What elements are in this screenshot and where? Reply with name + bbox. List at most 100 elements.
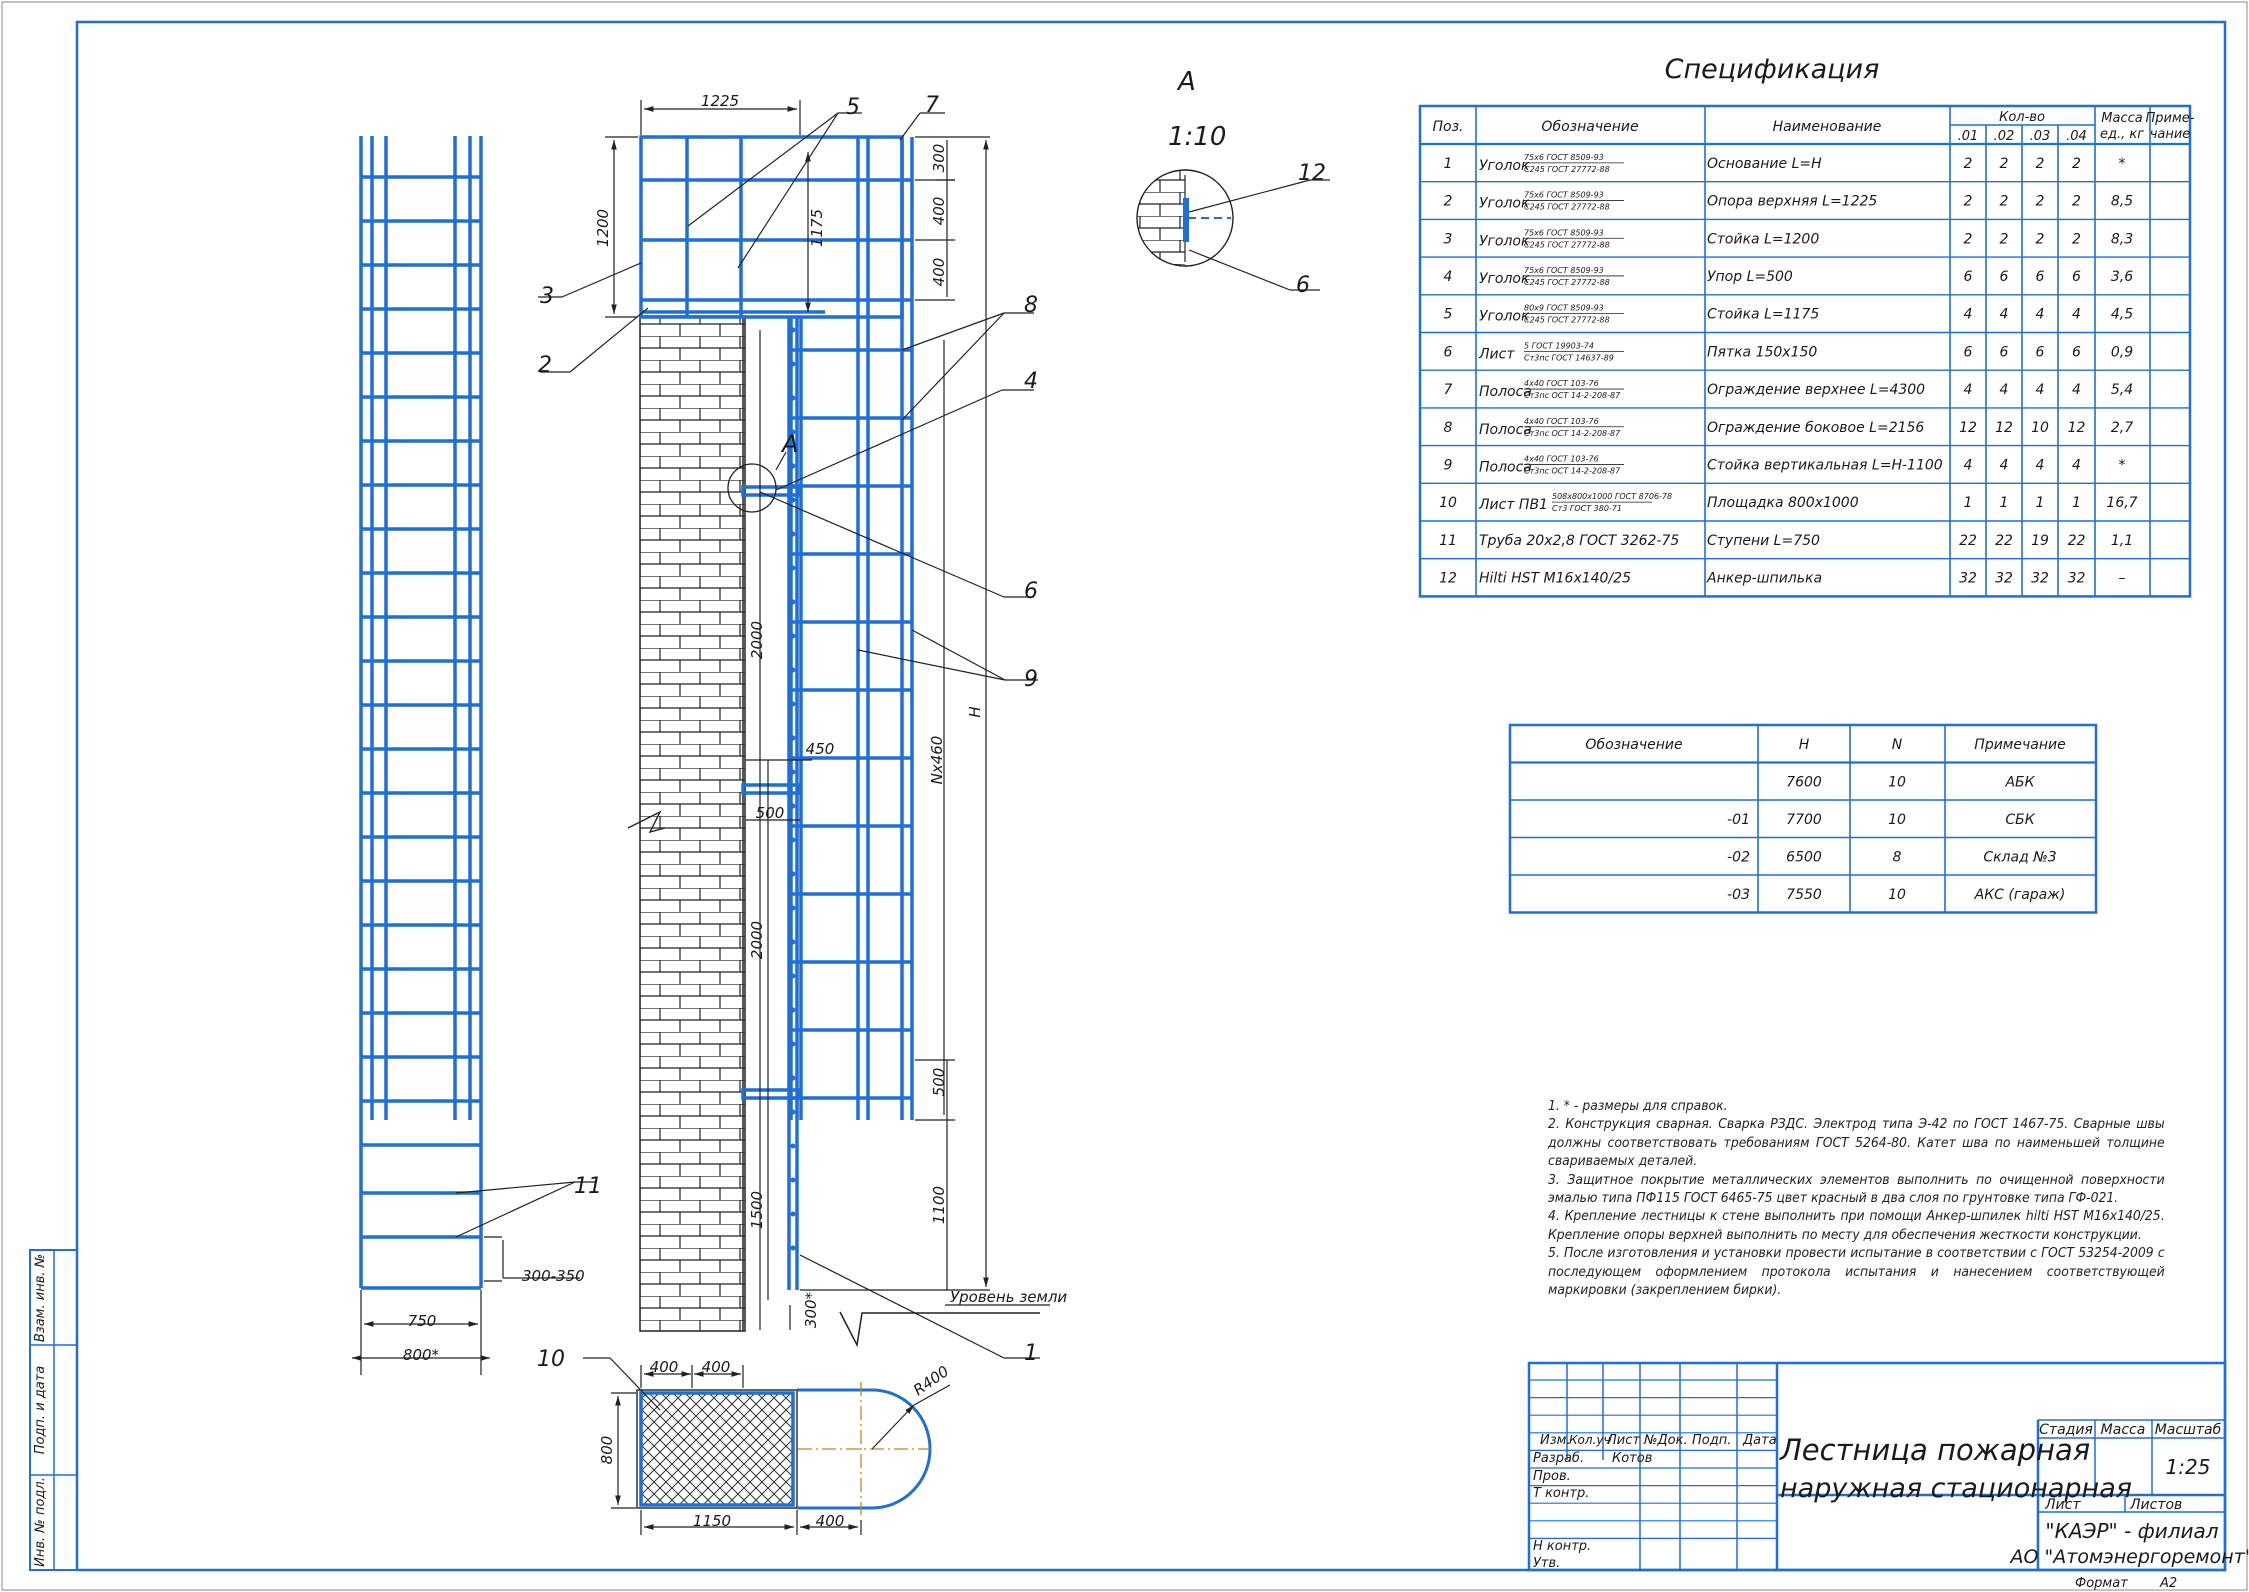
- var-designation: -02: [1727, 849, 1750, 865]
- spec-des-bot: Ст3 ГОСТ 380-71: [1552, 504, 1622, 513]
- callout-4: 4: [1024, 369, 1038, 394]
- spec-qty: 10: [2031, 420, 2049, 436]
- bolt-dot: [790, 599, 796, 605]
- spec-qty: 4: [2000, 457, 2009, 473]
- var-n: 8: [1893, 849, 1902, 865]
- spec-des-top: 80х9 ГОСТ 8509-93: [1524, 304, 1604, 313]
- tb-razrab: Разраб.: [1533, 1451, 1584, 1466]
- spec-qty: 4: [1964, 307, 1973, 323]
- spec-name: Ограждение боковое L=2156: [1707, 420, 1924, 436]
- spec-h-qty: Кол-во: [1999, 110, 2045, 125]
- spec-qty: 12: [1959, 420, 1977, 436]
- spec-qty: 6: [2072, 269, 2081, 285]
- bolt-dot: [790, 1177, 796, 1183]
- var-h-n: N: [1892, 737, 1903, 753]
- dim-1500: 1500: [748, 1191, 766, 1229]
- spec-qty: 4: [2036, 457, 2045, 473]
- detail-view-a: A 1:10 12 6: [1136, 67, 1330, 298]
- bolt-dot: [790, 361, 796, 367]
- note-4: 4. Крепление лестницы к стене выполнить …: [1548, 1209, 2165, 1243]
- title-block: Изм. Кол.уч Лист №Док. Подп. Дата Разраб…: [1527, 1361, 2249, 1591]
- note-2: 2. Конструкция сварная. Сварка РЗДС. Эле…: [1548, 1117, 2165, 1170]
- spec-name: Стойка вертикальная L=H-1100: [1707, 457, 1943, 473]
- view-a-scale: 1:10: [1168, 122, 1226, 152]
- dim-500-bottom: 500: [930, 1068, 948, 1097]
- note-3: 3. Защитное покрытие металлических элеме…: [1548, 1172, 2165, 1207]
- dim-500: 500: [756, 804, 785, 822]
- spec-qty: 32: [2031, 571, 2049, 587]
- spec-des-top: 75х6 ГОСТ 8509-93: [1524, 266, 1604, 275]
- detail-a-marker: [727, 463, 777, 513]
- spec-mass: 5,4: [2111, 382, 2133, 398]
- bolt-dot: [790, 905, 796, 911]
- spec-qty: 6: [2036, 344, 2045, 360]
- bolt-dot: [790, 837, 796, 843]
- spec-designation: Hilti HST M16х140/25: [1479, 571, 1631, 587]
- callout-5: 5: [846, 95, 860, 120]
- spec-qty: 6: [2000, 269, 2009, 285]
- spec-qty: 2: [2036, 194, 2045, 210]
- spec-des-bot: С245 ГОСТ 27772-88: [1524, 165, 1610, 174]
- spec-pos: 1: [1444, 156, 1453, 172]
- spec-qty: 4: [1964, 382, 1973, 398]
- var-h: 7600: [1786, 774, 1822, 790]
- spec-qty: 2: [1964, 156, 1973, 172]
- bolt-dot: [790, 1109, 796, 1115]
- bolt-dot: [790, 973, 796, 979]
- spec-mass: 4,5: [2111, 307, 2133, 323]
- var-note: Склад №3: [1983, 849, 2056, 865]
- platform-plan: 400 400 800 1150 400 R400 10: [537, 1347, 952, 1535]
- spec-des-top: 75х6 ГОСТ 8509-93: [1524, 228, 1604, 237]
- spec-qty: 32: [2068, 571, 2086, 587]
- spec-des-top: 4х40 ГОСТ 103-76: [1524, 454, 1599, 463]
- side-dim-gap: 300-350: [522, 1267, 585, 1285]
- tb-sheet: Лист: [2044, 1497, 2081, 1513]
- spec-qty: 2: [1964, 231, 1973, 247]
- bolt-dot: [790, 463, 796, 469]
- view-a-callout-6: 6: [1296, 273, 1310, 298]
- callout-8: 8: [1024, 293, 1038, 318]
- spec-h-qty-0: .01: [1958, 129, 1979, 144]
- spec-qty: 4: [2072, 382, 2081, 398]
- spec-designation: Полоса: [1479, 384, 1532, 400]
- dim-450: 450: [806, 740, 835, 758]
- spec-mass: 0,9: [2111, 344, 2133, 360]
- spec-h-pos: Поз.: [1433, 119, 1464, 135]
- var-h-note: Примечание: [1974, 737, 2065, 753]
- bolt-dot: [790, 667, 796, 673]
- dim-pitch: Nx460: [928, 736, 946, 785]
- spec-designation: Лист: [1478, 346, 1515, 362]
- var-designation: -03: [1727, 887, 1750, 903]
- tb-org-2: АО "Атомэнергоремонт": [2009, 1546, 2249, 1568]
- note-5: 5. После изготовления и установки провес…: [1548, 1246, 2165, 1299]
- callout-10: 10: [537, 1347, 565, 1372]
- tb-podp: Подп.: [1692, 1433, 1731, 1448]
- spec-des-bot: С245 ГОСТ 27772-88: [1524, 278, 1610, 287]
- spec-pos: 8: [1444, 420, 1453, 436]
- stamp-podp-data: Подп. и дата: [33, 1366, 48, 1455]
- bolt-dot: [790, 1143, 796, 1149]
- tb-koluch: Кол.уч: [1569, 1433, 1611, 1447]
- spec-qty: 1: [2072, 495, 2081, 511]
- var-note: АБК: [2004, 774, 2035, 790]
- spec-name: Упор L=500: [1707, 269, 1793, 285]
- dim-H: H: [966, 706, 984, 717]
- callout-7: 7: [925, 93, 939, 118]
- spec-name: Основание L=H: [1707, 156, 1822, 172]
- stamp-inv-podl: Инв. № подл.: [33, 1477, 48, 1567]
- spec-designation: Уголок: [1479, 233, 1530, 249]
- spec-qty: 22: [1959, 533, 1977, 549]
- platform-dim-w1: 400: [650, 1358, 679, 1376]
- spec-qty: 6: [2072, 344, 2081, 360]
- spec-qty: 2: [2036, 231, 2045, 247]
- bolt-dot: [790, 395, 796, 401]
- spec-h-qty-3: .04: [2066, 129, 2087, 144]
- spec-qty: 22: [1995, 533, 2013, 549]
- spec-des-bot: С245 ГОСТ 27772-88: [1524, 316, 1610, 325]
- bolt-dot: [790, 565, 796, 571]
- spec-pos: 3: [1444, 231, 1453, 247]
- spec-qty: 6: [2036, 269, 2045, 285]
- var-n: 10: [1888, 774, 1906, 790]
